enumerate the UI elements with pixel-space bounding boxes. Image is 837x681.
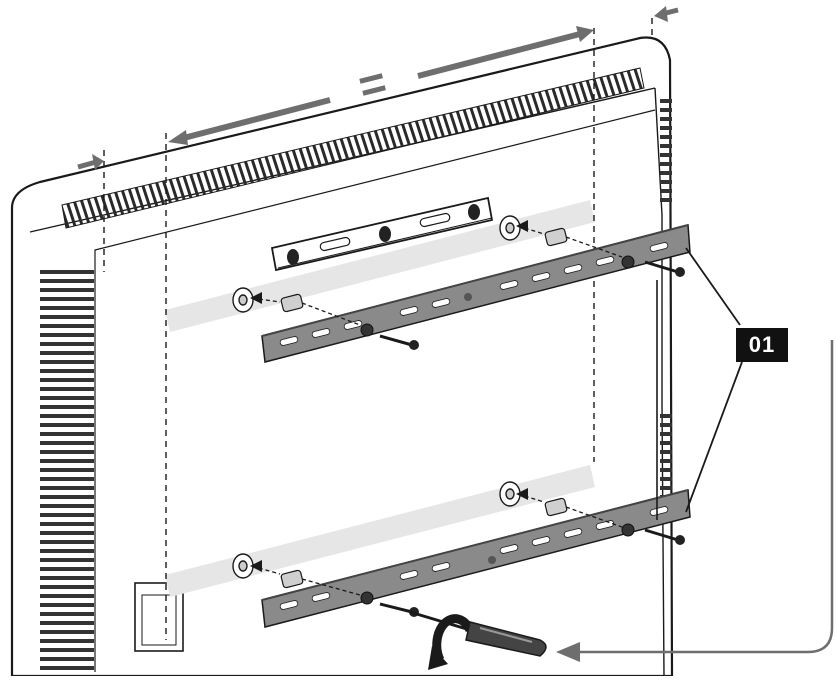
ghost-bracket-bottom	[165, 465, 595, 597]
equal-sign: =	[353, 55, 392, 112]
callout-label-01: 01	[736, 328, 788, 362]
screwdriver-icon	[409, 610, 547, 657]
right-vent-grille	[660, 95, 672, 500]
pointer-arrow	[556, 340, 834, 662]
assembly-arrowheads	[250, 220, 528, 572]
screws	[379, 260, 679, 614]
callout-leader-lines	[656, 247, 743, 520]
dashed-guide-lines	[103, 18, 653, 640]
ghost-bracket-top	[165, 200, 595, 332]
mounting-holes	[232, 215, 521, 579]
mounting-bracket-top	[261, 224, 691, 363]
spirit-level	[270, 196, 494, 272]
left-vent-grille	[40, 265, 94, 670]
spacers	[280, 227, 568, 589]
assembly-arrows	[251, 225, 623, 596]
measurement-arrows	[77, 6, 679, 170]
top-vent-grille	[61, 67, 645, 229]
mounting-bracket-bottom	[261, 489, 691, 628]
